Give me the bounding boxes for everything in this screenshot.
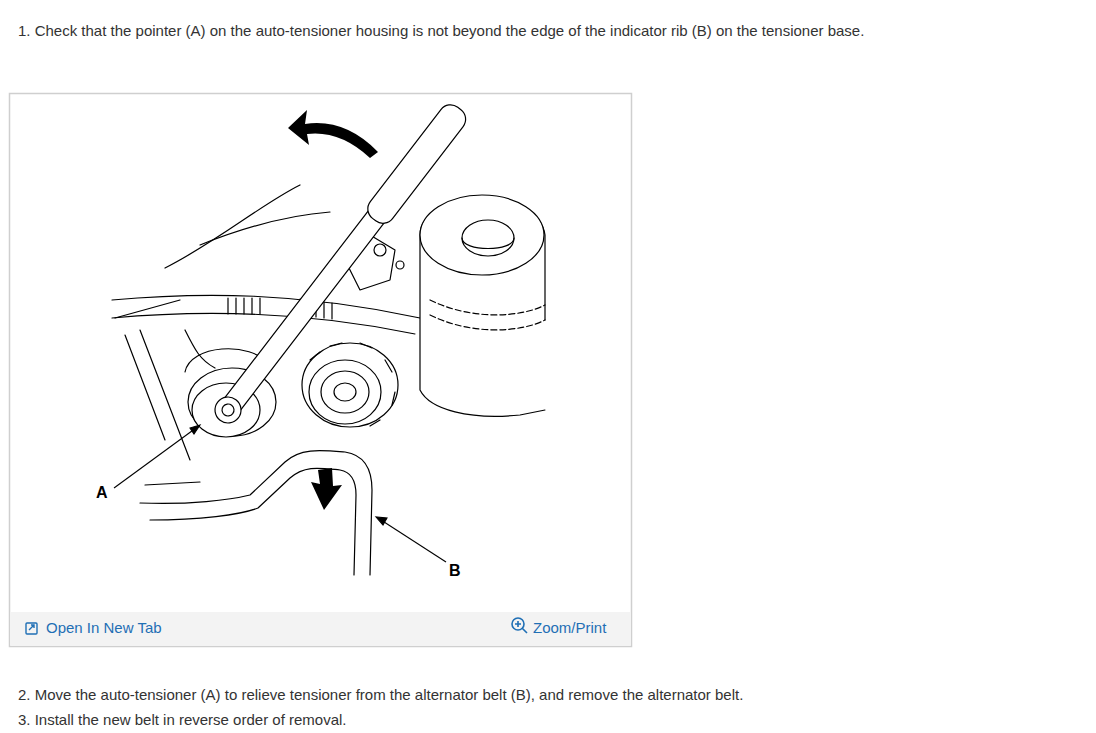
wrench-shaft	[220, 210, 385, 417]
engine-outline	[115, 185, 300, 460]
figure-toolbar	[11, 612, 631, 646]
alternator-pulley	[309, 360, 381, 424]
open-tab-icon	[29, 625, 34, 630]
open-tab-icon	[26, 623, 37, 634]
bolt	[396, 261, 404, 269]
leader-head	[190, 425, 200, 434]
rotation-arrow	[288, 110, 378, 158]
leader-line	[381, 520, 446, 562]
arrows	[288, 110, 378, 510]
alternator-fan	[302, 343, 398, 427]
alternator-pulley	[334, 383, 356, 401]
leader-line	[114, 428, 196, 488]
filler-cap	[462, 238, 514, 249]
leader-head	[376, 517, 387, 525]
figure-frame	[10, 94, 632, 647]
wrench-grip	[363, 100, 470, 228]
link-text: Zoom/Print	[533, 619, 606, 637]
fan-fins	[310, 343, 395, 426]
figure-border	[10, 94, 632, 647]
callout-letter: A	[96, 483, 108, 502]
alternator-pulley	[321, 371, 369, 413]
callout-letter: B	[449, 561, 461, 580]
tensioner-base	[140, 451, 372, 575]
leaders	[114, 425, 446, 562]
tensioner-base	[150, 468, 356, 575]
step-text: 3. Install the new belt in reverse order…	[18, 711, 347, 729]
filler-cap	[462, 220, 514, 256]
link-text: Open In New Tab	[46, 619, 162, 637]
wrench-socket	[210, 392, 246, 428]
bolt	[374, 244, 386, 256]
direction-arrow	[311, 468, 342, 510]
zoom-icon	[512, 618, 527, 633]
alternator-top	[420, 195, 544, 275]
open-tab-icon	[26, 623, 37, 634]
tensioner-base	[145, 482, 200, 485]
wrench	[209, 100, 470, 429]
wrench-socket	[220, 402, 237, 419]
step-text: 1. Check that the pointer (A) on the aut…	[18, 22, 864, 40]
step-text: 2. Move the auto-tensioner (A) to reliev…	[18, 686, 743, 704]
engine-drawing	[112, 100, 545, 575]
alternator-bands	[430, 300, 545, 330]
belt	[112, 313, 415, 334]
zoom-icon	[515, 621, 527, 633]
